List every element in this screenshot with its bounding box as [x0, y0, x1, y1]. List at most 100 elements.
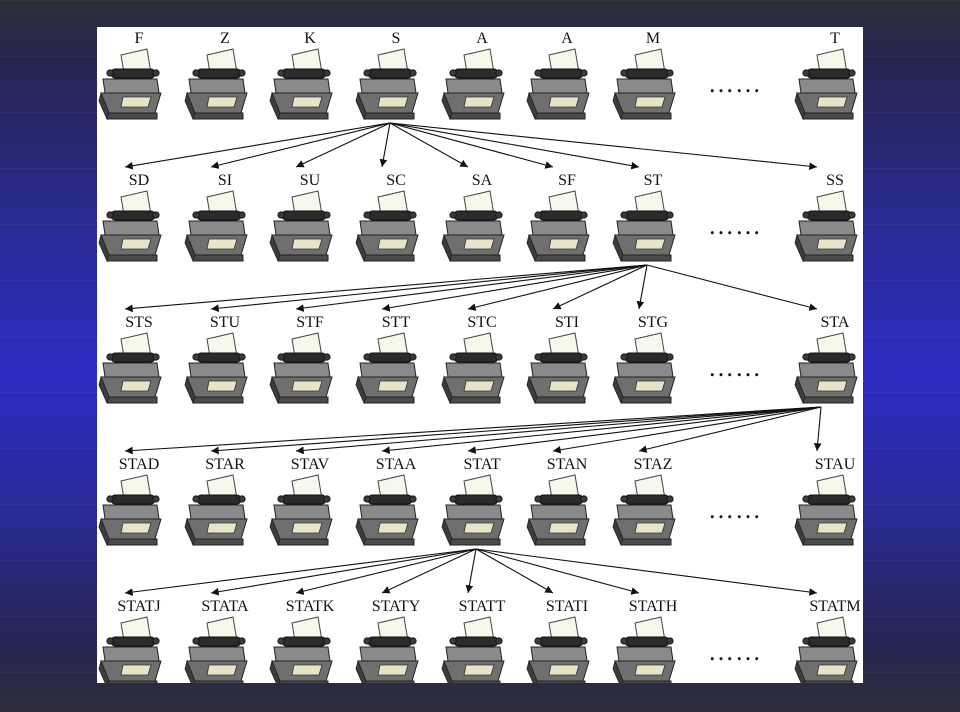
branch-arrow	[552, 264, 648, 310]
node-label: STAT	[464, 456, 501, 473]
typewriter-icon	[184, 616, 248, 683]
branch-arrow	[295, 264, 648, 312]
branch-arrow	[295, 406, 822, 455]
branch-arrow	[467, 406, 822, 454]
typewriter-icon	[526, 190, 590, 262]
node-label: SA	[472, 172, 493, 189]
tree-node: STA	[794, 314, 858, 404]
typewriter-icon	[98, 616, 162, 683]
typewriter-icon	[355, 474, 419, 546]
typewriter-icon	[612, 48, 676, 120]
branch-arrow	[389, 122, 818, 171]
branch-arrow	[210, 122, 391, 169]
branch-arrow	[465, 548, 477, 594]
tree-node: Z	[184, 30, 248, 120]
typewriter-icon	[98, 190, 162, 262]
node-label: STATY	[372, 598, 421, 615]
branch-arrow	[210, 264, 648, 313]
ellipsis: ……	[708, 69, 762, 98]
tree-level-5: STATJ STATA STATK STATY STATT STATI STATH STATM…	[98, 598, 861, 683]
branch-arrow	[389, 122, 469, 168]
typewriter-icon	[184, 190, 248, 262]
typewriter-icon	[794, 48, 858, 120]
branch-arrow	[295, 548, 477, 595]
typewriter-icon	[355, 332, 419, 404]
typewriter-icon	[269, 48, 333, 120]
tree-node: STATK	[269, 598, 335, 683]
branch-arrow	[210, 406, 822, 455]
node-label: SU	[300, 172, 321, 189]
node-label: STAN	[547, 456, 588, 473]
ellipsis: ……	[708, 211, 762, 240]
typewriter-icon	[526, 474, 590, 546]
tree-node: STAR	[184, 456, 248, 546]
typewriter-icon	[441, 616, 505, 683]
node-label: STC	[467, 314, 496, 331]
tree-node: STAT	[441, 456, 505, 546]
node-label: STATH	[629, 598, 678, 615]
typewriter-icon	[794, 190, 858, 262]
branch-arrow	[638, 406, 822, 453]
typewriter-icon	[526, 332, 590, 404]
typewriter-icon	[794, 332, 858, 404]
typewriter-icon	[355, 190, 419, 262]
typewriter-icon	[612, 190, 676, 262]
node-label: A	[476, 30, 488, 47]
node-label: STU	[210, 314, 241, 331]
typewriter-icon	[98, 48, 162, 120]
node-label: STATA	[201, 598, 249, 615]
node-label: STATM	[809, 598, 860, 615]
typewriter-icon	[441, 332, 505, 404]
typewriter-icon	[184, 48, 248, 120]
branch-arrow	[467, 264, 648, 311]
tree-node: STG	[612, 314, 676, 404]
tree-node: STATJ	[98, 598, 162, 683]
tree-node: SU	[269, 172, 333, 262]
node-label: STATT	[459, 598, 506, 615]
tree-node: A	[526, 30, 590, 120]
branch-arrow	[124, 406, 822, 455]
tree-node: STC	[441, 314, 505, 404]
branch-arrow	[636, 264, 648, 310]
node-label: STG	[638, 314, 669, 331]
tree-node: SI	[184, 172, 248, 262]
tree-node: STATY	[355, 598, 421, 683]
node-label: SI	[218, 172, 232, 189]
tree-node: T	[794, 30, 858, 120]
tree-node: M	[612, 30, 676, 120]
node-label: STAD	[119, 456, 160, 473]
tree-node: ST	[612, 172, 676, 262]
node-label: STI	[555, 314, 579, 331]
branch-arrow	[124, 548, 477, 596]
node-label: STAU	[815, 456, 856, 473]
node-label: K	[304, 30, 316, 47]
node-label: SF	[558, 172, 576, 189]
tree-node: STATA	[184, 598, 249, 683]
typewriter-icon	[526, 48, 590, 120]
node-label: S	[392, 30, 401, 47]
branch-arrow	[124, 264, 648, 313]
tree-node: STAD	[98, 456, 162, 546]
typewriter-icon	[612, 474, 676, 546]
typewriter-icon	[269, 616, 333, 683]
tree-node: SD	[98, 172, 162, 262]
tree-node: STATI	[526, 598, 590, 683]
branch-arrow	[210, 548, 477, 596]
node-label: Z	[220, 30, 230, 47]
typewriter-icon	[184, 332, 248, 404]
tree-node: SF	[526, 172, 590, 262]
tree-node: STAN	[526, 456, 590, 546]
tree-node: STI	[526, 314, 590, 404]
typewriter-icon	[441, 190, 505, 262]
tree-node: STU	[184, 314, 248, 404]
tree-node: F	[98, 30, 162, 120]
branch-arrow	[646, 264, 818, 311]
tree-node: STT	[355, 314, 419, 404]
ellipsis: ……	[708, 637, 762, 666]
tree-node: STAU	[794, 456, 858, 546]
branch-arrow	[381, 548, 477, 594]
